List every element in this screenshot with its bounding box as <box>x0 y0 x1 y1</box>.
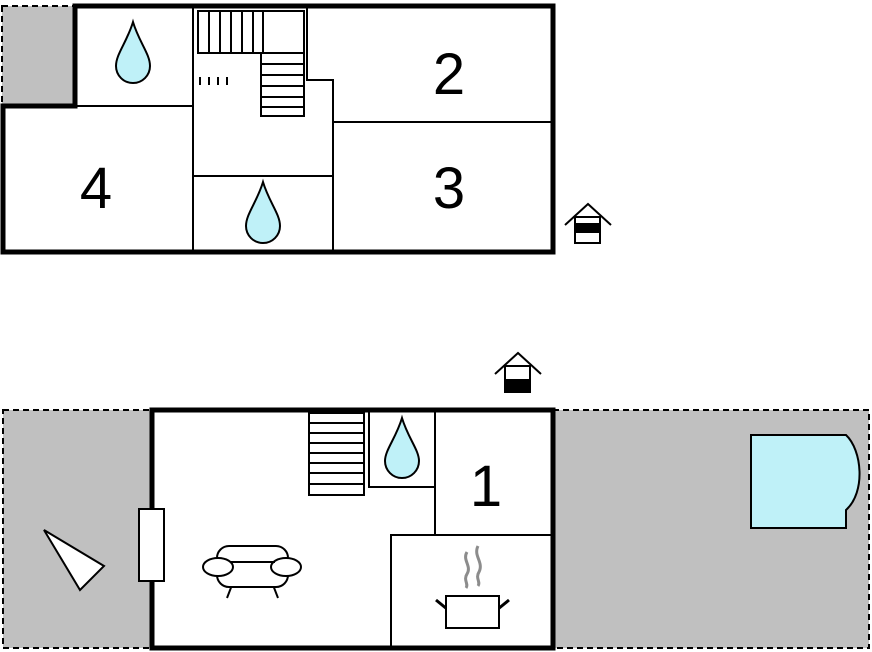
railing-marks <box>199 77 228 85</box>
upper-interior-walls <box>75 6 553 252</box>
window-icon <box>138 508 165 582</box>
staircase-icon <box>308 412 365 496</box>
room-number-1: 1 <box>470 454 502 519</box>
terrace-triangle-icon <box>43 529 106 592</box>
pool-icon <box>750 434 861 529</box>
house-entrance-icon <box>564 202 612 244</box>
sofa-icon <box>202 545 302 599</box>
staircase-icon <box>197 10 305 117</box>
ground-floor: 1 <box>2 351 870 651</box>
room-number-3: 3 <box>433 156 465 221</box>
terrace-left <box>2 409 153 649</box>
balcony-area <box>1 5 76 107</box>
upper-floor: 2 3 4 <box>0 3 612 255</box>
room-number-2: 2 <box>433 42 465 107</box>
bathroom-drop-icon <box>244 178 282 244</box>
bathroom-drop-icon <box>114 18 152 84</box>
kitchen-pot-icon <box>435 545 510 629</box>
house-entrance-icon <box>494 351 542 393</box>
bathroom-drop-icon <box>383 414 421 479</box>
room-number-4: 4 <box>80 156 112 221</box>
ground-interior-walls <box>368 409 553 648</box>
